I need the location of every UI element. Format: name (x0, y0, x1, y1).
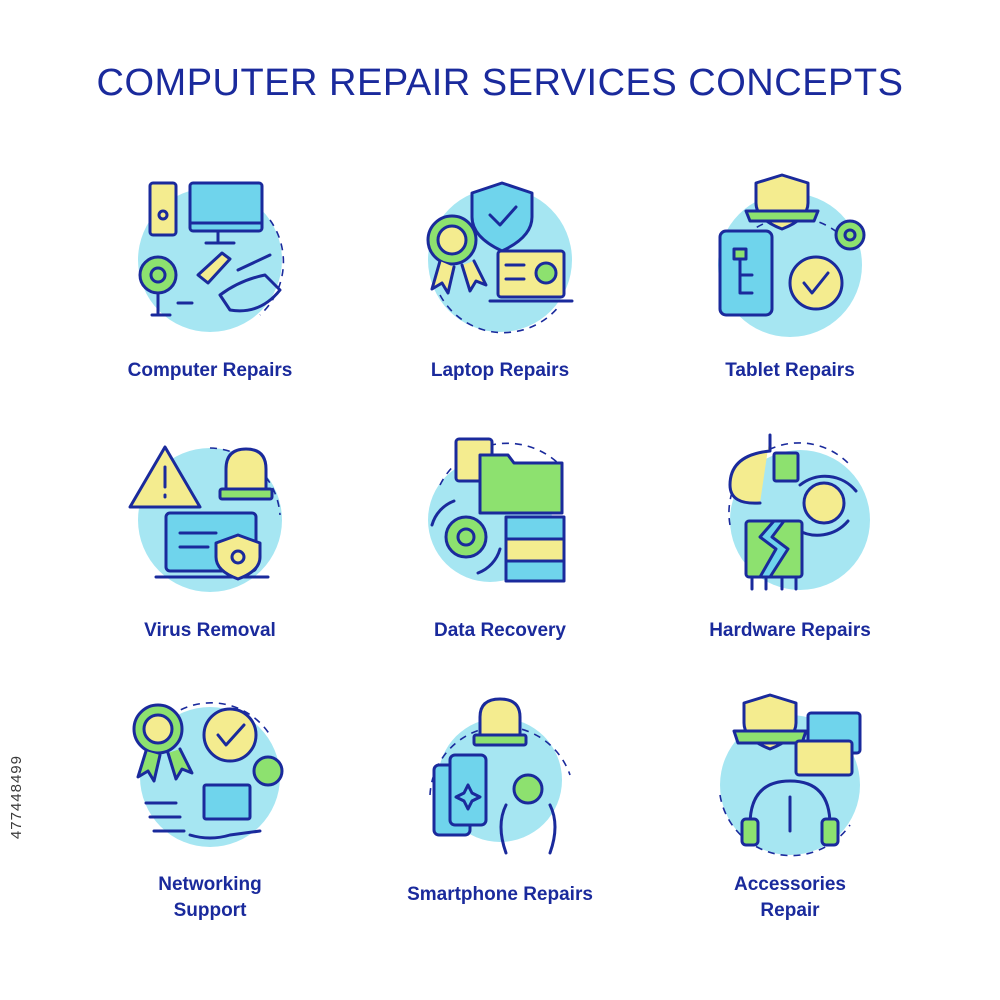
concept-label: Virus Removal (144, 620, 276, 641)
hardware-repair-icon (700, 425, 880, 605)
tablet-repair-icon (700, 165, 880, 345)
concept-data-recovery: Data Recovery (350, 420, 650, 660)
networking-support-icon (120, 685, 300, 865)
concept-label: Tablet Repairs (725, 360, 855, 381)
concept-virus-removal: Virus Removal (60, 420, 360, 660)
data-recovery-icon (410, 425, 590, 605)
laptop-repair-icon (410, 165, 590, 345)
concept-computer-repairs: Computer Repairs (60, 160, 360, 400)
concept-tablet-repairs: Tablet Repairs (640, 160, 940, 400)
smartphone-repair-icon (410, 685, 590, 865)
concept-label: Data Recovery (433, 620, 567, 641)
concept-label: Laptop Repairs (430, 360, 570, 381)
concept-label: Computer Repairs (127, 360, 293, 381)
page-title: COMPUTER REPAIR SERVICES CONCEPTS (96, 62, 904, 104)
virus-removal-icon (120, 425, 300, 605)
computer-repair-icon (120, 165, 300, 345)
concept-laptop-repairs: Laptop Repairs (350, 160, 650, 400)
stock-id-watermark: 477448499 (8, 755, 25, 840)
accessories-repair-icon (700, 685, 880, 865)
concept-hardware-repairs: Hardware Repairs (640, 420, 940, 660)
concept-label: Smartphone Repairs (407, 884, 593, 905)
concept-label: Hardware Repairs (709, 620, 871, 641)
concept-smartphone-repairs: Smartphone Repairs (350, 680, 650, 940)
